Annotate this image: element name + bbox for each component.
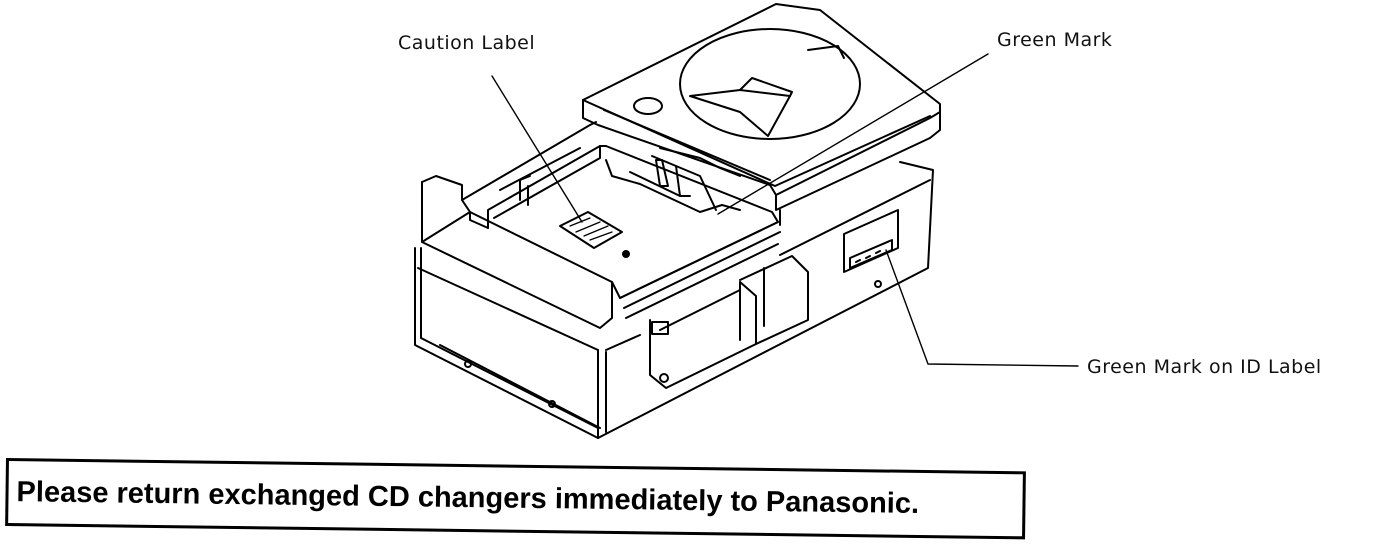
- return-notice-text: Please return exchanged CD changers imme…: [16, 475, 920, 520]
- leader-green-mark-id: [885, 249, 1079, 367]
- caution-label-callout: Caution Label: [398, 32, 536, 54]
- return-notice-box: Please return exchanged CD changers imme…: [5, 458, 1026, 540]
- drawer-tray: [421, 121, 781, 329]
- green-mark-id-label-callout: Green Mark on ID Label: [1087, 356, 1322, 378]
- side-mechanism: [649, 255, 809, 389]
- leader-green-mark: [717, 53, 989, 215]
- id-label-window: [843, 209, 899, 273]
- leader-caution-label: [491, 75, 583, 223]
- top-unit: [582, 3, 941, 226]
- leader-lines: [491, 53, 1079, 367]
- caution-label-patch: [559, 211, 623, 249]
- green-mark-callout: Green Mark: [997, 29, 1113, 51]
- lower-housing: [414, 161, 934, 439]
